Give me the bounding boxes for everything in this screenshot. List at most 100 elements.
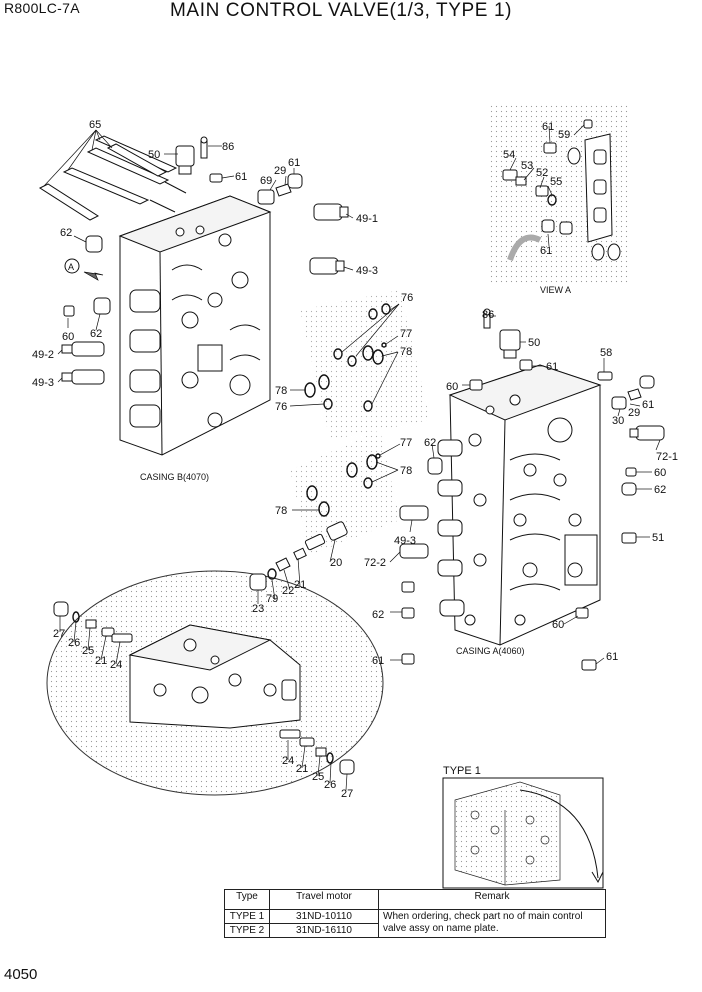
oring-band-upper bbox=[300, 290, 430, 440]
callout-78: 78 bbox=[275, 505, 287, 517]
callout-61: 61 bbox=[542, 121, 554, 133]
callout-labels: 65 50 86 61 69 29 61 49-1 49-3 62 60 62 … bbox=[32, 119, 678, 800]
callout-27: 27 bbox=[53, 628, 65, 640]
callout-27: 27 bbox=[341, 788, 353, 800]
page-title: MAIN CONTROL VALVE(1/3, TYPE 1) bbox=[170, 0, 513, 21]
callout-60: 60 bbox=[62, 331, 74, 343]
callout-62: 62 bbox=[372, 609, 384, 621]
callout-62: 62 bbox=[424, 437, 436, 449]
callout-58: 58 bbox=[600, 347, 612, 359]
table-row: TYPE 2 31ND-16110 bbox=[224, 923, 606, 938]
type1-callout-arrowhead bbox=[591, 871, 604, 884]
callout-50: 50 bbox=[528, 337, 540, 349]
callout-76: 76 bbox=[401, 292, 413, 304]
casing-a-caption: CASING A(4060) bbox=[456, 646, 525, 656]
detail-parts bbox=[53, 601, 355, 775]
view-arrow-letter: A bbox=[68, 262, 74, 272]
view-a-caption: VIEW A bbox=[540, 285, 571, 295]
callout-49-1: 49-1 bbox=[356, 213, 378, 225]
model-code: R800LC-7A bbox=[4, 0, 80, 16]
callout-69: 69 bbox=[260, 175, 272, 187]
callout-49-2: 49-2 bbox=[32, 349, 54, 361]
callout-22: 22 bbox=[282, 585, 294, 597]
callout-72-1: 72-1 bbox=[656, 451, 678, 463]
callout-61: 61 bbox=[540, 245, 552, 257]
callout-60: 60 bbox=[552, 619, 564, 631]
cell-type: TYPE 2 bbox=[224, 923, 270, 938]
callout-86: 86 bbox=[482, 309, 494, 321]
oring-band-lower bbox=[290, 430, 400, 555]
callout-26: 26 bbox=[68, 637, 80, 649]
callout-78: 78 bbox=[275, 385, 287, 397]
callout-61: 61 bbox=[372, 655, 384, 667]
callout-78: 78 bbox=[400, 465, 412, 477]
callout-55: 55 bbox=[550, 176, 562, 188]
callout-61: 61 bbox=[546, 361, 558, 373]
type-remark-table: Type Travel motor Remark TYPE 1 31ND-101… bbox=[224, 889, 606, 938]
detail-valve-body bbox=[128, 624, 301, 729]
callout-23: 23 bbox=[252, 603, 264, 615]
callout-24: 24 bbox=[282, 755, 294, 767]
callout-60: 60 bbox=[446, 381, 458, 393]
callout-30: 30 bbox=[612, 415, 624, 427]
callout-72-2: 72-2 bbox=[364, 557, 386, 569]
callout-62: 62 bbox=[90, 328, 102, 340]
type1-callout-arrow bbox=[519, 789, 599, 879]
callout-62: 62 bbox=[654, 484, 666, 496]
column-header-travel-motor: Travel motor bbox=[269, 889, 379, 910]
leader-65 bbox=[43, 129, 113, 187]
type1-caption: TYPE 1 bbox=[443, 765, 481, 777]
leader-lines bbox=[57, 124, 661, 791]
casing-b-body bbox=[118, 195, 272, 456]
casing-a-parts bbox=[399, 308, 665, 671]
callout-26: 26 bbox=[324, 779, 336, 791]
cell-type: TYPE 1 bbox=[224, 909, 270, 924]
callout-60: 60 bbox=[654, 467, 666, 479]
callout-24: 24 bbox=[110, 659, 122, 671]
column-header-type: Type bbox=[224, 889, 270, 910]
callout-21: 21 bbox=[294, 579, 306, 591]
callout-79: 79 bbox=[266, 593, 278, 605]
view-arrow-marker bbox=[64, 258, 80, 274]
cell-remark: When ordering, check part no of main con… bbox=[378, 909, 606, 938]
callout-86: 86 bbox=[222, 141, 234, 153]
callout-53: 53 bbox=[521, 160, 533, 172]
callout-29: 29 bbox=[628, 407, 640, 419]
callout-25: 25 bbox=[312, 771, 324, 783]
callout-61: 61 bbox=[235, 171, 247, 183]
callout-77: 77 bbox=[400, 437, 412, 449]
view-a-drawing bbox=[502, 119, 621, 262]
callout-49-3: 49-3 bbox=[356, 265, 378, 277]
callout-25: 25 bbox=[82, 645, 94, 657]
type1-thumbnail-drawing bbox=[454, 781, 561, 886]
view-arrow bbox=[83, 271, 104, 281]
callout-59: 59 bbox=[558, 129, 570, 141]
callout-78: 78 bbox=[400, 346, 412, 358]
page-number: 4050 bbox=[4, 966, 38, 983]
cell-travel-motor: 31ND-10110 bbox=[269, 909, 379, 924]
callout-62: 62 bbox=[60, 227, 72, 239]
callout-49-3: 49-3 bbox=[32, 377, 54, 389]
callout-52: 52 bbox=[536, 167, 548, 179]
callout-21: 21 bbox=[296, 763, 308, 775]
callout-65: 65 bbox=[89, 119, 101, 131]
callout-77: 77 bbox=[400, 328, 412, 340]
callout-76: 76 bbox=[275, 401, 287, 413]
callout-20: 20 bbox=[330, 557, 342, 569]
tie-bolts bbox=[38, 135, 187, 221]
callout-50: 50 bbox=[148, 149, 160, 161]
table-row: TYPE 1 31ND-10110 When ordering, check p… bbox=[224, 909, 606, 938]
casing-a-body bbox=[437, 364, 602, 646]
callout-61: 61 bbox=[642, 399, 654, 411]
o-rings bbox=[304, 303, 391, 517]
callout-61: 61 bbox=[606, 651, 618, 663]
callout-29: 29 bbox=[274, 165, 286, 177]
table-header-row: Type Travel motor Remark bbox=[224, 889, 606, 910]
callout-21: 21 bbox=[95, 655, 107, 667]
callout-51: 51 bbox=[652, 532, 664, 544]
column-header-remark: Remark bbox=[378, 889, 606, 910]
casing-b-top-parts bbox=[61, 136, 349, 385]
cell-travel-motor: 31ND-16110 bbox=[269, 923, 379, 938]
callout-49-3: 49-3 bbox=[394, 535, 416, 547]
callout-61: 61 bbox=[288, 157, 300, 169]
